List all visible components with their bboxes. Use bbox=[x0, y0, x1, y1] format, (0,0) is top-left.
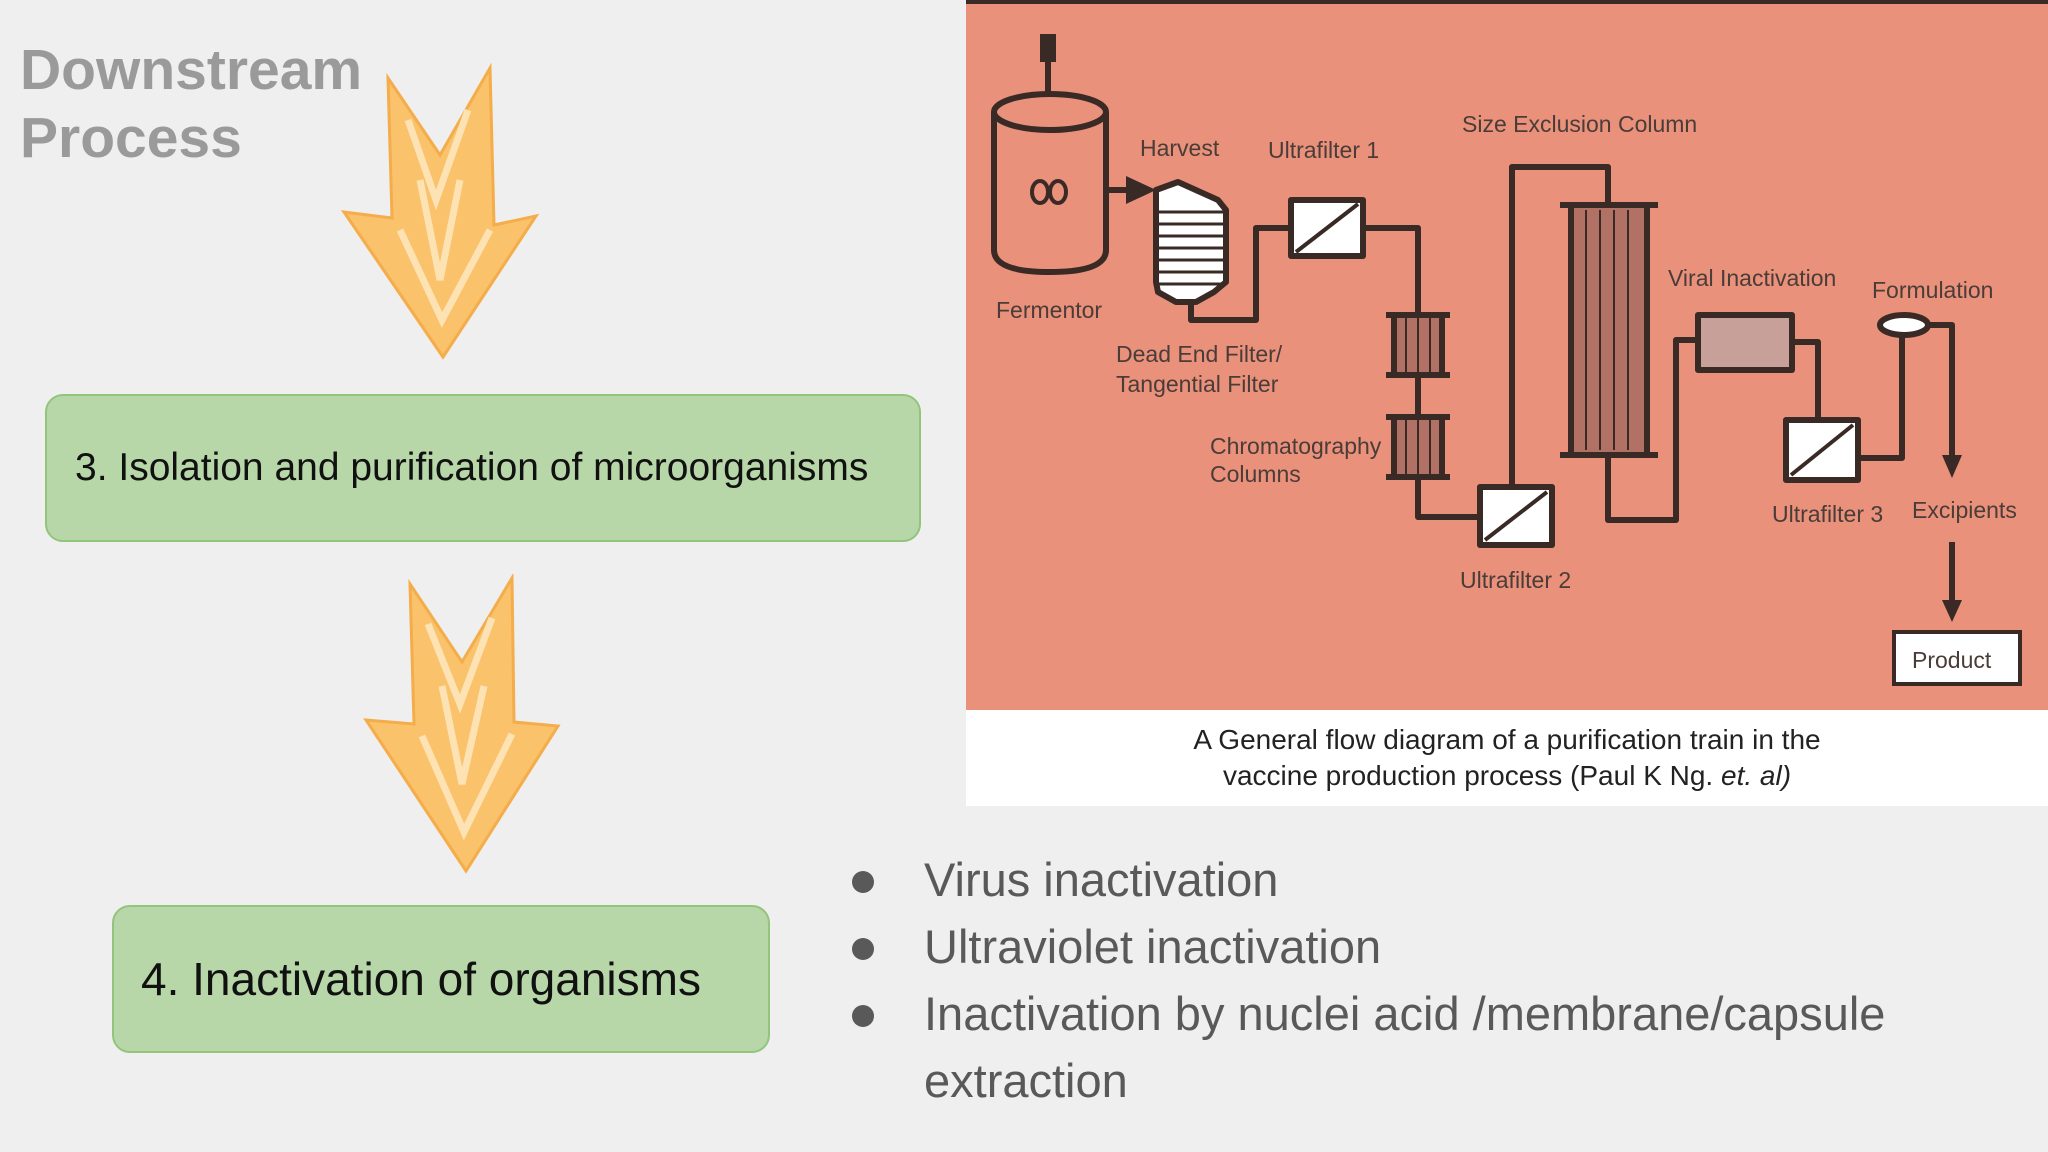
caption-line-1: A General flow diagram of a purification… bbox=[1193, 724, 1821, 755]
step-4-label: 4. Inactivation of organisms bbox=[141, 953, 701, 1005]
step-3-box: 3. Isolation and purification of microor… bbox=[45, 394, 921, 542]
bullet-text: Inactivation by nuclei acid /membrane/ca… bbox=[924, 987, 1886, 1107]
list-item: Ultraviolet inactivation bbox=[840, 913, 2020, 980]
purification-flow-diagram: Fermentor Harvest Ultrafilter 1 Size Exc… bbox=[966, 0, 2048, 806]
label-ultrafilter-2: Ultrafilter 2 bbox=[1460, 567, 1571, 593]
label-product: Product bbox=[1912, 647, 1992, 673]
label-formulation: Formulation bbox=[1872, 277, 1993, 303]
title-line-1: Downstream bbox=[20, 38, 363, 102]
caption-line-2-text: vaccine production process (Paul K Ng. bbox=[1222, 760, 1721, 791]
title-line-2: Process bbox=[20, 106, 242, 170]
label-viral-inactivation: Viral Inactivation bbox=[1668, 265, 1836, 291]
down-arrow-icon bbox=[340, 62, 540, 360]
step-4-box: 4. Inactivation of organisms bbox=[112, 905, 770, 1053]
label-ultrafilter-1: Ultrafilter 1 bbox=[1268, 137, 1379, 163]
label-fermentor: Fermentor bbox=[996, 297, 1102, 323]
label-ultrafilter-3: Ultrafilter 3 bbox=[1772, 501, 1883, 527]
bullet-dot-icon bbox=[852, 871, 874, 893]
caption-line-2: vaccine production process (Paul K Ng. e… bbox=[966, 758, 2048, 794]
label-chromatography-2: Columns bbox=[1210, 461, 1301, 487]
list-item: Virus inactivation bbox=[840, 846, 2020, 913]
bullet-dot-icon bbox=[852, 1005, 874, 1027]
label-dead-end-1: Dead End Filter/ bbox=[1116, 341, 1283, 367]
step-3-label: 3. Isolation and purification of microor… bbox=[75, 446, 869, 489]
caption-line-2-italic: et. al) bbox=[1721, 760, 1792, 791]
bullet-dot-icon bbox=[852, 938, 874, 960]
bullet-text: Virus inactivation bbox=[924, 853, 1279, 906]
inactivation-bullet-list: Virus inactivation Ultraviolet inactivat… bbox=[840, 846, 2020, 1114]
list-item: Inactivation by nuclei acid /membrane/ca… bbox=[840, 980, 2020, 1114]
label-excipients: Excipients bbox=[1912, 497, 2017, 523]
viral-inactivation-unit bbox=[1695, 312, 1795, 373]
formulation-vessel bbox=[1877, 312, 1931, 338]
figure-caption: A General flow diagram of a purification… bbox=[966, 722, 2048, 794]
bullet-text: Ultraviolet inactivation bbox=[924, 920, 1382, 973]
label-size-exclusion: Size Exclusion Column bbox=[1462, 111, 1697, 137]
label-chromatography-1: Chromatography bbox=[1210, 433, 1382, 459]
slide-title: Downstream Process bbox=[20, 36, 362, 172]
product-box bbox=[1892, 630, 2022, 686]
diagram-background bbox=[966, 0, 2048, 710]
size-exclusion-column bbox=[1568, 202, 1650, 458]
harvest-arrow bbox=[1126, 176, 1156, 204]
diagram-canvas: Fermentor Harvest Ultrafilter 1 Size Exc… bbox=[966, 0, 2048, 710]
down-arrow-icon bbox=[363, 574, 561, 874]
label-dead-end-2: Tangential Filter bbox=[1116, 371, 1279, 397]
label-harvest: Harvest bbox=[1140, 135, 1220, 161]
